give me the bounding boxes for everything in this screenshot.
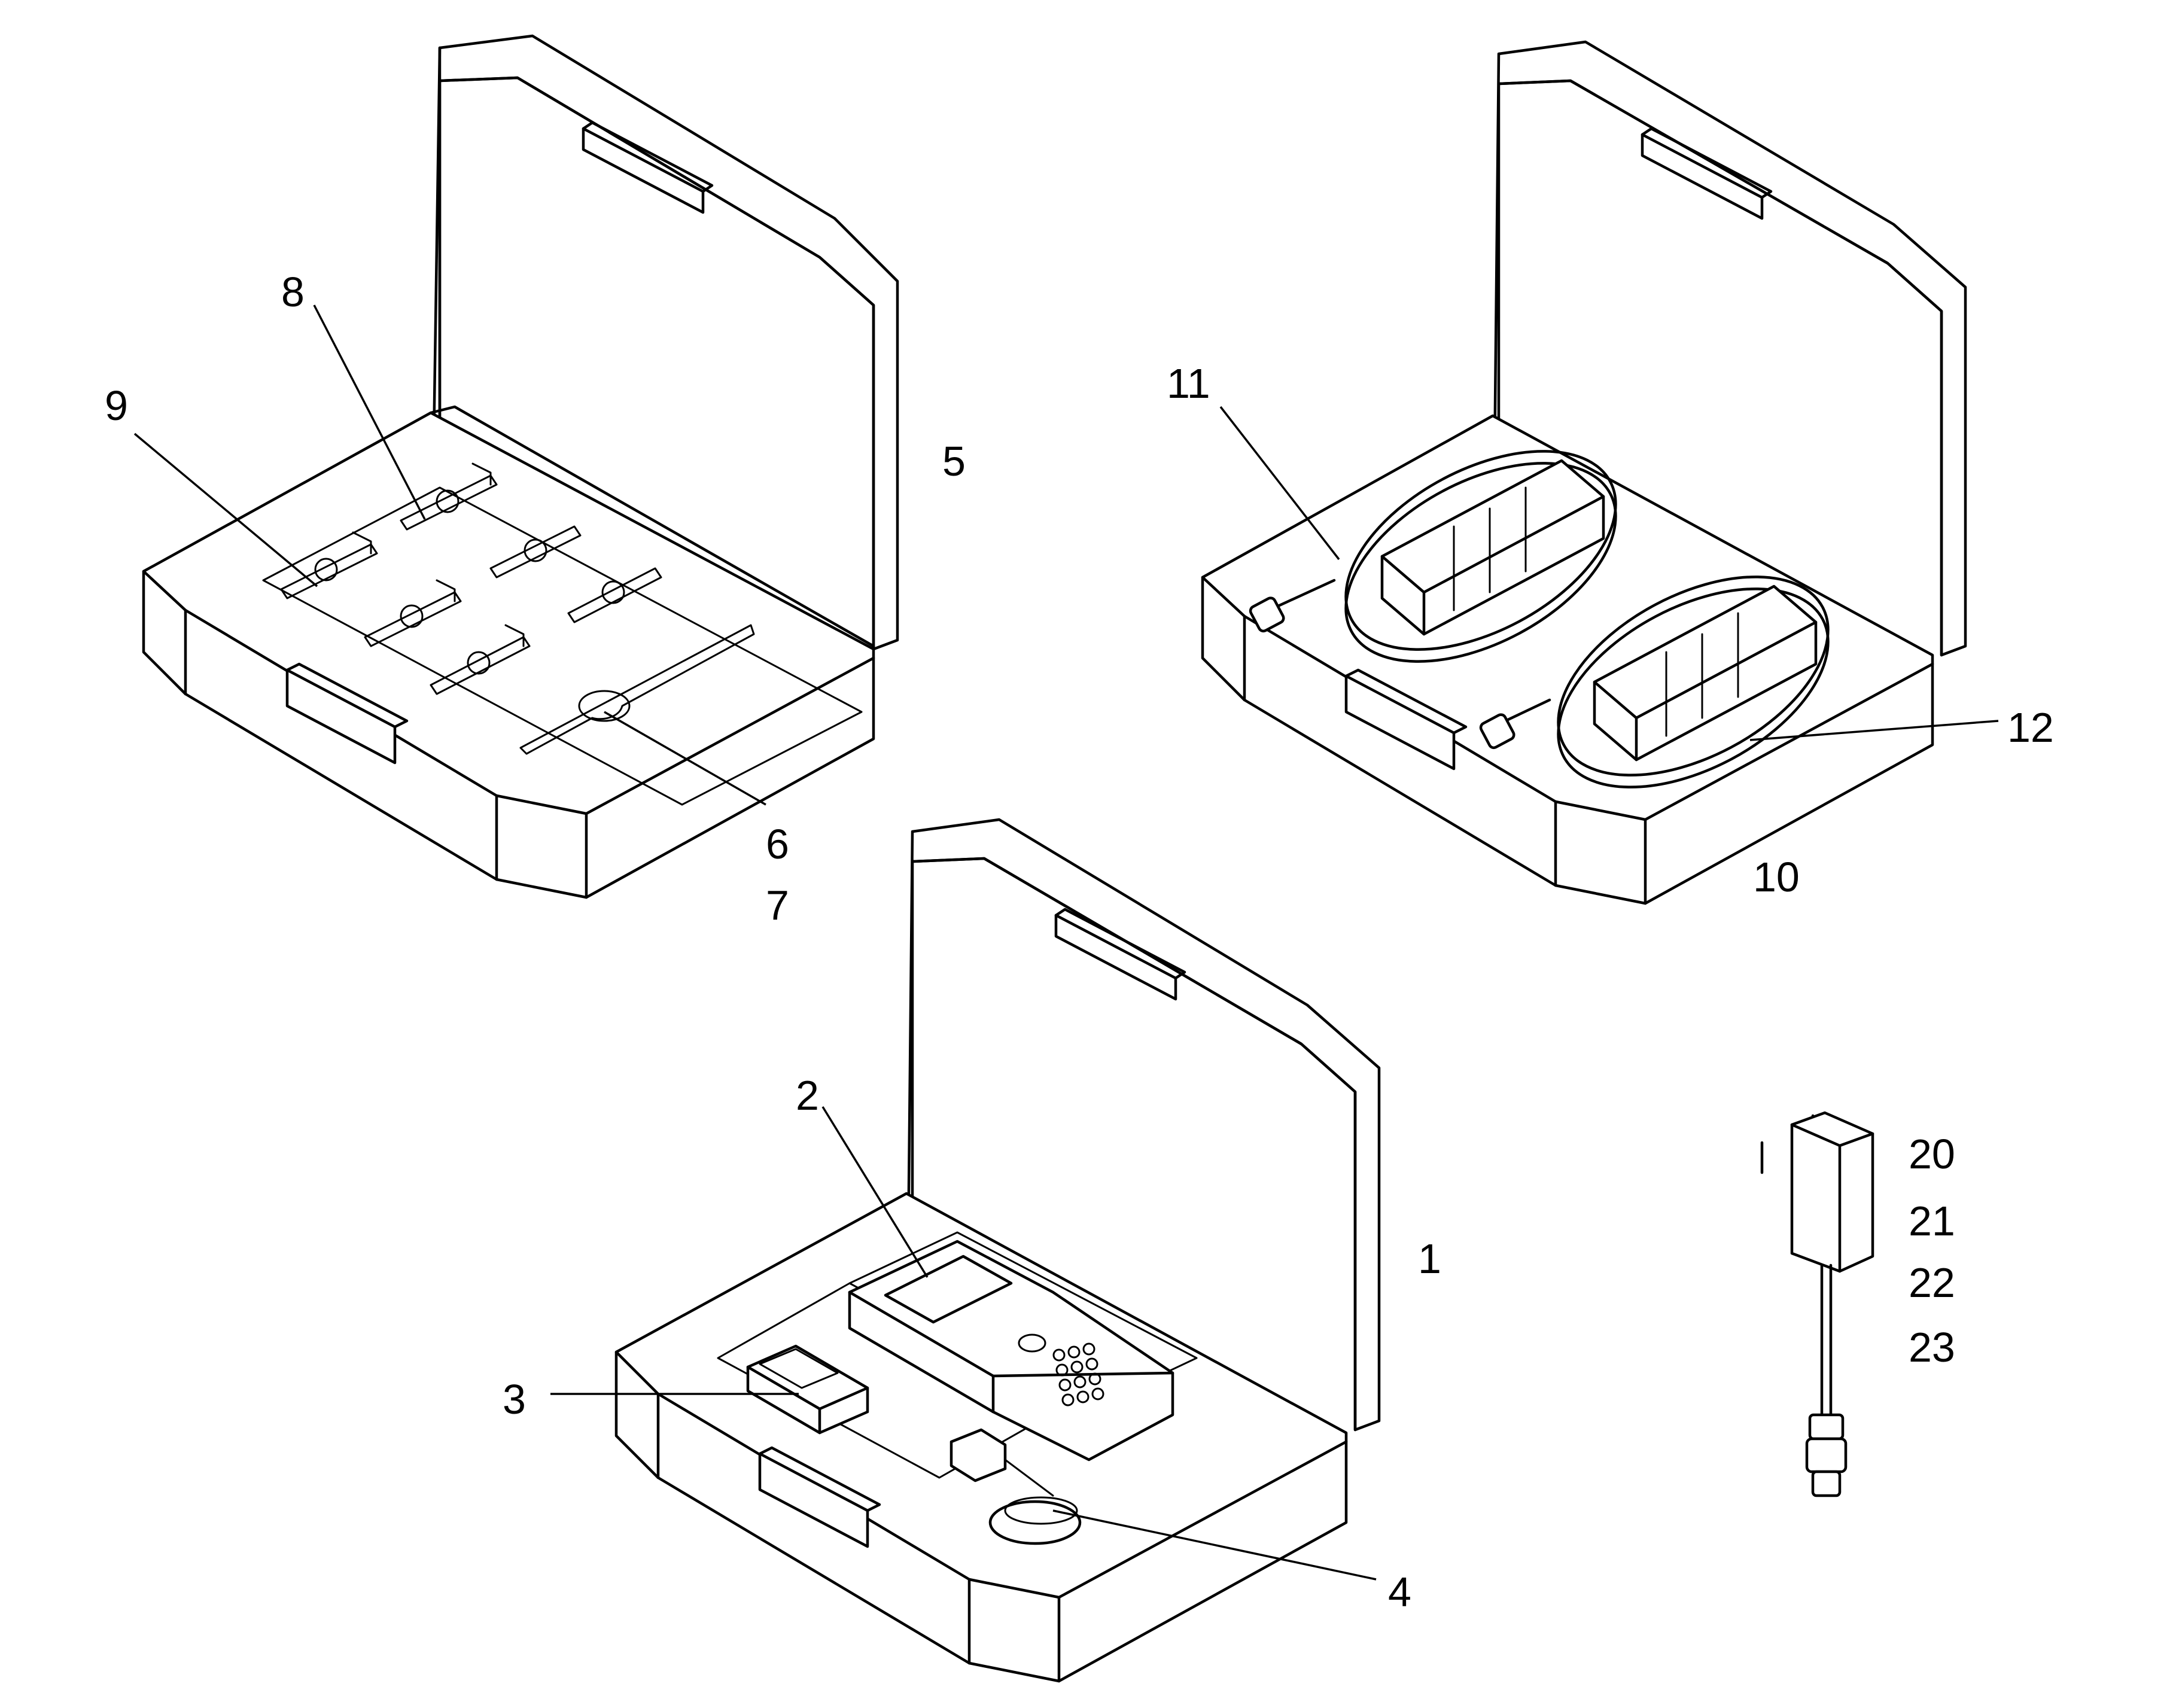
electrode-lower — [430, 624, 531, 695]
power-supply — [1760, 1111, 1874, 1497]
callout-20: 20 — [1909, 1131, 1955, 1177]
electrode-middle-2 — [364, 579, 462, 647]
cable-reel-11 — [1249, 450, 1617, 663]
callout-4: 4 — [1388, 1569, 1411, 1615]
electrode-right — [567, 567, 662, 623]
callout-7: 7 — [766, 882, 789, 928]
callout-23: 23 — [1909, 1324, 1955, 1371]
charger-cradle-3 — [746, 1344, 869, 1435]
accessory-case-base — [142, 405, 875, 899]
electrode-9 — [280, 531, 378, 599]
cable-case — [1201, 40, 1967, 905]
accessory-case — [142, 34, 899, 899]
callout-2: 2 — [796, 1072, 819, 1119]
cable-case-base — [1201, 414, 1934, 905]
callout-11: 11 — [1167, 360, 1210, 407]
callout-5: 5 — [942, 438, 966, 485]
accessory-case-tray — [262, 486, 863, 806]
callout-1: 1 — [1418, 1235, 1441, 1282]
cable-reel-12 — [1479, 576, 1830, 788]
electrode-middle-1 — [489, 525, 582, 579]
electrode-8 — [400, 462, 498, 531]
handheld-meter-2 — [848, 1240, 1174, 1462]
meter-case-lid — [905, 818, 1381, 1435]
callout-9: 9 — [105, 382, 128, 429]
callout-3: 3 — [503, 1376, 526, 1423]
callout-8: 8 — [281, 269, 305, 315]
meter-keypad — [1052, 1342, 1104, 1406]
callout-12: 12 — [2007, 704, 2054, 751]
meter-case — [614, 818, 1381, 1683]
callout-6: 6 — [766, 821, 789, 867]
callout-labels: 1 2 3 4 5 6 7 8 9 10 11 12 20 21 22 23 — [105, 269, 2054, 1615]
callout-21: 21 — [1909, 1198, 1955, 1244]
electrode-set — [280, 462, 662, 695]
callout-22: 22 — [1909, 1259, 1955, 1306]
callout-10: 10 — [1753, 854, 1800, 900]
leader-lines — [133, 305, 1999, 1581]
